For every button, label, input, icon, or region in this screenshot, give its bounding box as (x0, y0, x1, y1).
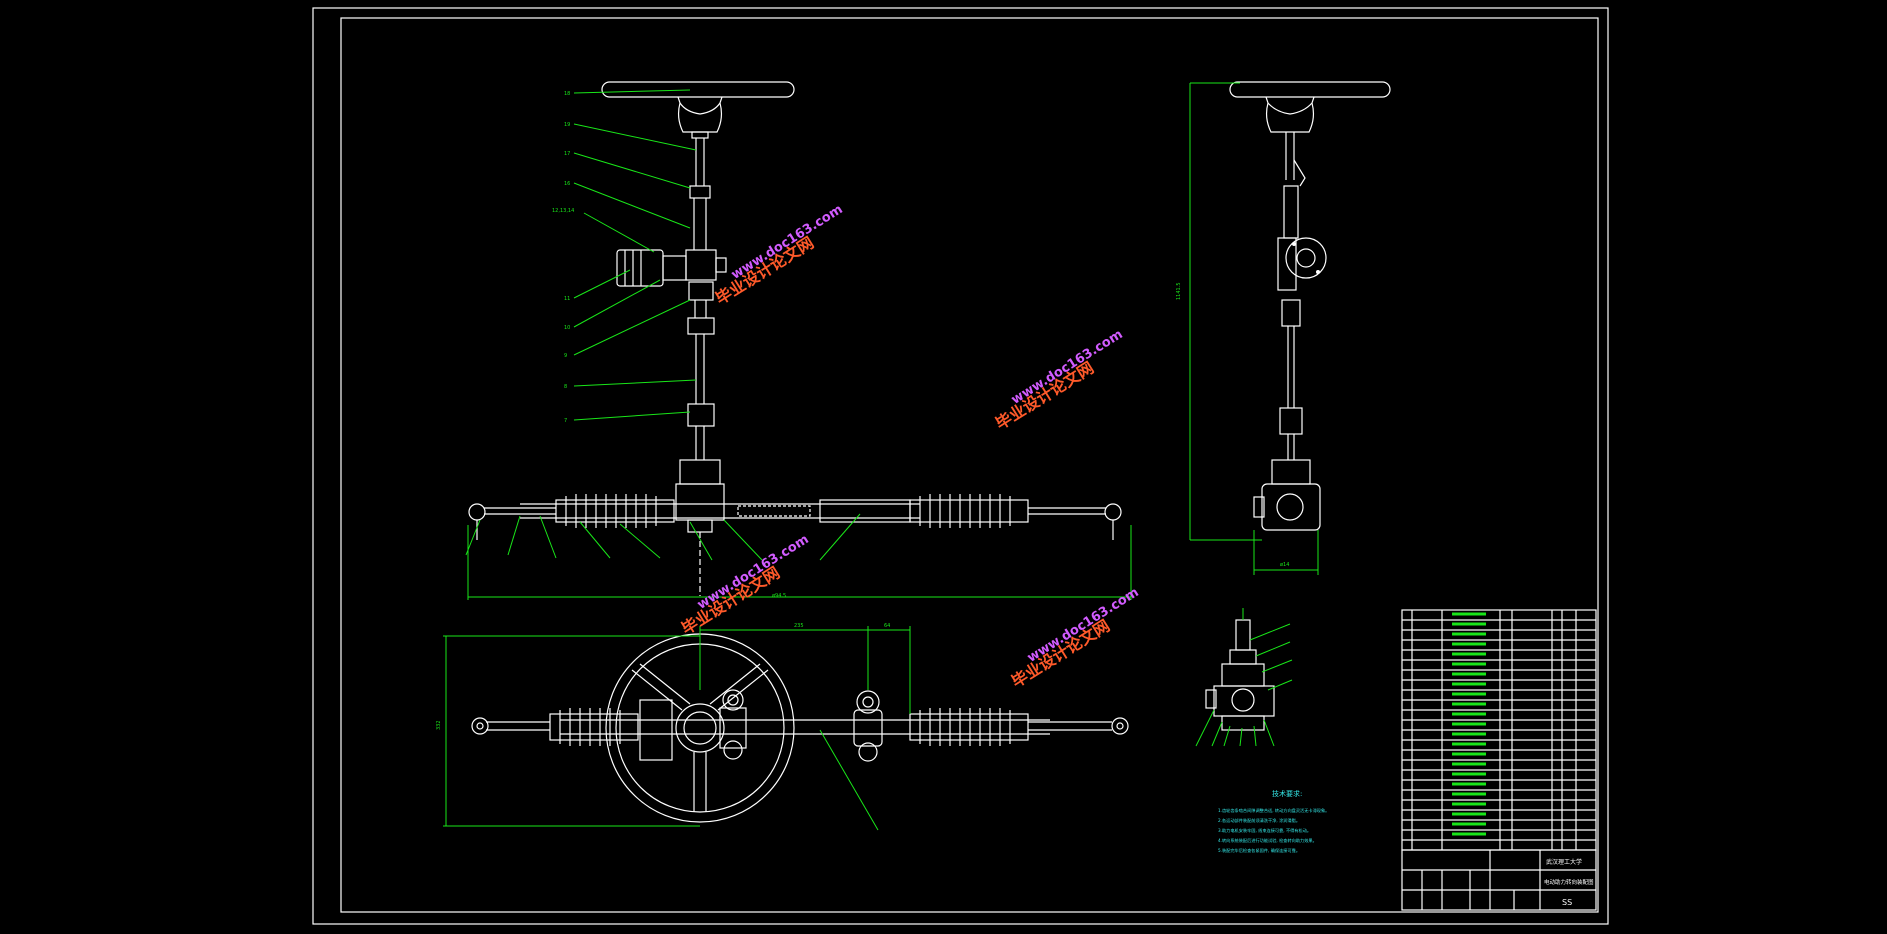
tech-req-line: 5.装配完毕后检查各紧固件, 确保连接可靠。 (1218, 847, 1300, 854)
watermark-cn-text: 毕业设计论文网 (712, 233, 817, 308)
parts-list-entry (1452, 632, 1486, 636)
parts-list-entry (1452, 682, 1486, 686)
watermark: 毕业设计论文网 www.doc163.com (712, 202, 846, 308)
parts-list-entry (1452, 802, 1486, 806)
svg-text:19: 19 (564, 122, 570, 128)
parts-list-entry (1452, 822, 1486, 826)
title-block-drawing-name: 电动助力转向装配图 (1544, 878, 1594, 886)
parts-list-entry (1452, 752, 1486, 756)
parts-list-entry (1452, 772, 1486, 776)
parts-list (1401, 609, 1597, 851)
svg-text:1141.5: 1141.5 (1176, 283, 1182, 301)
svg-text:7: 7 (564, 418, 567, 424)
svg-text:16: 16 (564, 181, 570, 187)
svg-text:18: 18 (564, 91, 570, 97)
leader-lines-section (1195, 608, 1293, 747)
side-view (1229, 81, 1391, 531)
title-block: 武汉理工大学 电动助力转向装配图 SS (1401, 849, 1597, 911)
svg-text:17: 17 (564, 151, 570, 157)
parts-list-entry (1452, 672, 1486, 676)
watermark-url-text: www.doc163.com (1009, 327, 1126, 408)
svg-text:11: 11 (564, 296, 570, 302)
dimensions-top: 332 235 64 (436, 623, 911, 831)
technical-requirements: 技术要求: 1.齿轮齿条啮合间隙调整合适, 转动方向盘灵活无卡滞现象。 2.各运… (1218, 789, 1329, 854)
svg-text:9: 9 (564, 353, 567, 359)
parts-list-entry (1452, 782, 1486, 786)
parts-list-entry (1452, 812, 1486, 816)
parts-list-entry (1452, 762, 1486, 766)
inner-frame (340, 17, 1599, 913)
parts-list-entry (1452, 692, 1486, 696)
watermark: 毕业设计论文网 www.doc163.com (1008, 585, 1142, 691)
tech-req-line: 1.齿轮齿条啮合间隙调整合适, 转动方向盘灵活无卡滞现象。 (1218, 807, 1329, 814)
watermark-cn-text: 毕业设计论文网 (992, 358, 1097, 433)
parts-list-entry (1452, 622, 1486, 626)
title-block-drawing-no: SS (1562, 898, 1572, 907)
parts-list-entry (1452, 722, 1486, 726)
tech-req-line: 4.转向系统装配后进行功能试验, 检查转向助力效果。 (1218, 837, 1317, 844)
parts-list-entry (1452, 702, 1486, 706)
parts-list-entry (1452, 732, 1486, 736)
watermark-cn-text: 毕业设计论文网 (678, 563, 783, 638)
front-view (468, 81, 1122, 596)
parts-list-entry (1452, 662, 1486, 666)
parts-list-entry (1452, 712, 1486, 716)
parts-list-entry (1452, 612, 1486, 616)
part-numbers-front: 18 19 17 16 12,13,14 11 10 9 8 7 ø94.5 (552, 91, 786, 599)
title-block-school: 武汉理工大学 (1546, 858, 1582, 866)
svg-text:12,13,14: 12,13,14 (552, 208, 574, 214)
section-view (1205, 619, 1275, 731)
parts-list-entry (1452, 832, 1486, 836)
dimensions-side: 1141.5 ø14 (1176, 82, 1319, 575)
watermark-cn-text: 毕业设计论文网 (1008, 616, 1113, 691)
svg-text:235: 235 (794, 623, 804, 629)
svg-text:ø14: ø14 (1280, 562, 1289, 568)
tech-req-line: 2.各运动部件装配前须清洗干净, 涂润滑脂。 (1218, 817, 1300, 824)
top-view (471, 633, 1129, 823)
parts-list-entry (1452, 792, 1486, 796)
watermark: 毕业设计论文网 www.doc163.com (992, 327, 1126, 433)
svg-text:10: 10 (564, 325, 570, 331)
parts-list-entry (1452, 652, 1486, 656)
leader-lines-front (465, 89, 1132, 600)
svg-text:8: 8 (564, 384, 567, 390)
watermark-url-text: www.doc163.com (729, 202, 846, 283)
watermark-url-text: www.doc163.com (695, 532, 812, 613)
svg-text:332: 332 (436, 720, 442, 730)
parts-list-entry (1452, 642, 1486, 646)
svg-text:64: 64 (884, 623, 890, 629)
svg-text:ø94.5: ø94.5 (772, 593, 786, 599)
parts-list-entry (1452, 742, 1486, 746)
outer-frame (312, 7, 1609, 925)
tech-req-line: 3.助力电机安装牢固, 线束连接可靠, 不得有松动。 (1218, 827, 1311, 834)
tech-req-title: 技术要求: (1272, 789, 1302, 798)
